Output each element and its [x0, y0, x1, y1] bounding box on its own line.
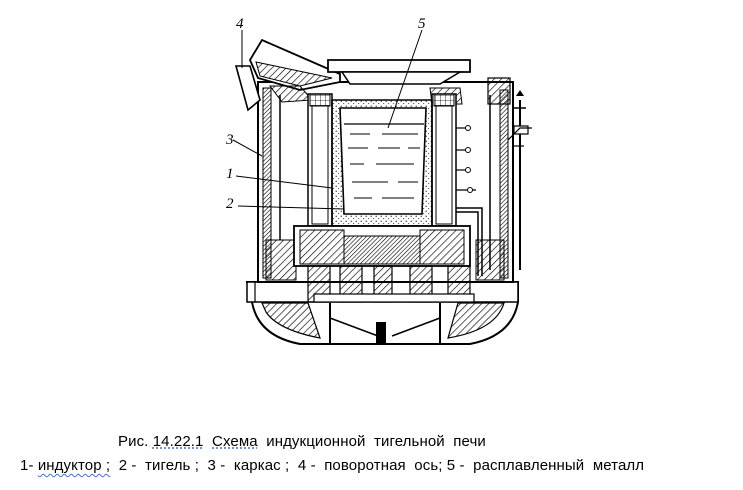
inductor-coil-right: [431, 93, 457, 227]
cover: [248, 38, 471, 105]
caption-prefix: Рис.: [118, 433, 153, 450]
callout-1: 1: [226, 166, 234, 182]
callout-leaders: [232, 29, 423, 210]
caption-figure-number: 14.22.1: [152, 433, 204, 450]
callout-4: 4: [236, 16, 244, 32]
callout-3: 3: [225, 132, 234, 148]
bottom-block: [293, 225, 471, 267]
caption-gap: [203, 433, 212, 450]
legend-prefix: 1-: [20, 457, 38, 474]
water-pipe: [507, 90, 532, 270]
inductor-coil-left: [307, 93, 333, 227]
tilt-axis: [234, 65, 261, 112]
caption-title-rest: индукционной тигельной печи: [257, 433, 486, 450]
molten-metal: [344, 123, 424, 199]
callout-5: 5: [418, 16, 426, 32]
coil-connectors: [456, 125, 483, 276]
furnace-diagram: 4 5 3 1 2: [225, 16, 532, 345]
callout-2: 2: [226, 196, 234, 212]
figure-caption-title: Рис. 14.22.1 Схема индукционной тигельно…: [118, 433, 486, 450]
figure-caption-legend: 1- индуктор ; 2 - тигель ; 3 - каркас ; …: [20, 457, 644, 474]
legend-inductor: индуктор ;: [37, 457, 111, 474]
caption-scheme-word: Схема: [212, 433, 258, 450]
crucible: [331, 99, 433, 227]
legend-rest: 2 - тигель ; 3 - каркас ; 4 - поворотная…: [110, 457, 645, 474]
bottom-pillars: [307, 265, 475, 303]
